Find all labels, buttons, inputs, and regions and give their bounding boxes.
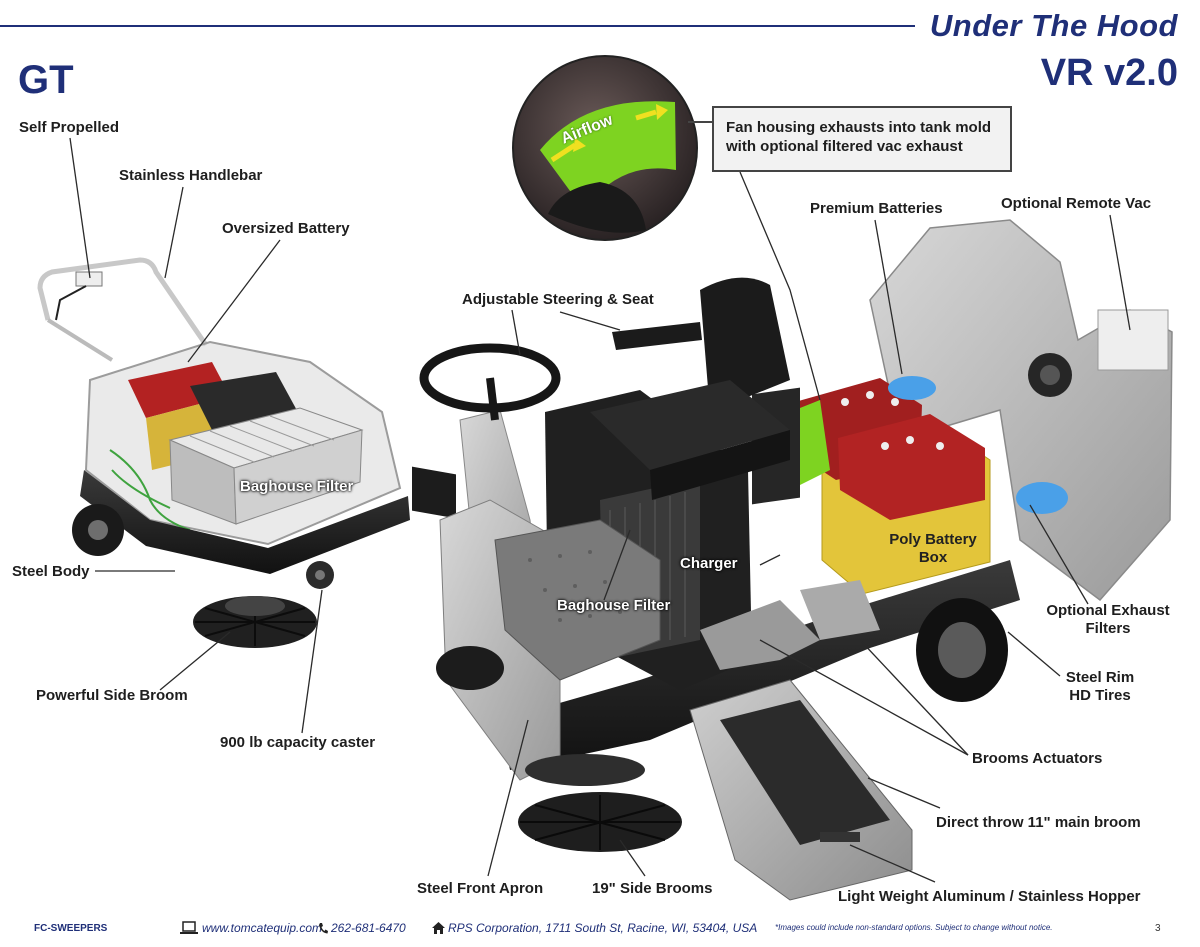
footer: FC-SWEEPERS www.tomcatequip.com 262-681-… [0,913,1200,943]
footer-section: FC-SWEEPERS [34,923,108,934]
label-hopper: Light Weight Aluminum / Stainless Hopper [838,888,1141,905]
label-steel-rim-tires: Steel Rim HD Tires [1065,669,1135,704]
footer-website[interactable]: www.tomcatequip.com [180,921,322,935]
airflow-inset [512,55,698,241]
label-side-brooms: 19" Side Brooms [592,880,713,897]
footer-disclaimer: *Images could include non-standard optio… [775,923,1053,932]
footer-website-text: www.tomcatequip.com [202,921,323,935]
gt-sweeper [37,257,410,648]
vr-sweeper [412,219,1173,901]
model-title-gt: GT [18,58,74,102]
label-gt-baghouse-filter: Baghouse Filter [240,478,354,495]
label-main-broom: Direct throw 11" main broom [936,814,1141,831]
label-poly-battery-box: Poly Battery Box [889,531,977,566]
header-rule [0,25,915,27]
label-steel-front-apron: Steel Front Apron [417,880,544,897]
phone-icon [319,922,328,933]
footer-address-text: RPS Corporation, 1711 South St, Racine, … [448,921,758,935]
label-oversized-battery: Oversized Battery [222,220,350,237]
laptop-icon [180,921,198,934]
label-optional-remote-vac: Optional Remote Vac [1001,195,1152,212]
gt-leader-lines [69,137,323,734]
footer-address: RPS Corporation, 1711 South St, Racine, … [432,921,757,935]
label-stainless-handlebar: Stainless Handlebar [119,167,263,184]
home-icon [432,922,445,934]
label-brooms-actuators: Brooms Actuators [972,750,1103,767]
page-title: Under The Hood [929,8,1178,43]
label-premium-batteries: Premium Batteries [810,200,943,217]
vr-leader-lines [487,171,1131,883]
label-powerful-side-broom: Powerful Side Broom [36,687,188,704]
label-steel-body: Steel Body [12,563,90,580]
footer-phone[interactable]: 262-681-6470 [318,921,406,935]
label-self-propelled: Self Propelled [19,119,120,136]
footer-phone-text: 262-681-6470 [331,921,406,935]
page-number: 3 [1155,923,1161,934]
label-capacity-caster: 900 lb capacity caster [220,734,376,751]
model-title-vr: VR v2.0 [1040,52,1178,94]
fan-housing-callout: Fan housing exhausts into tank mold with… [712,106,1012,172]
label-vr-baghouse-filter: Baghouse Filter [557,597,671,614]
label-optional-exhaust-filters: Optional Exhaust Filters [1046,602,1170,637]
label-adjustable-steering-seat: Adjustable Steering & Seat [462,291,654,308]
label-charger: Charger [680,555,738,572]
